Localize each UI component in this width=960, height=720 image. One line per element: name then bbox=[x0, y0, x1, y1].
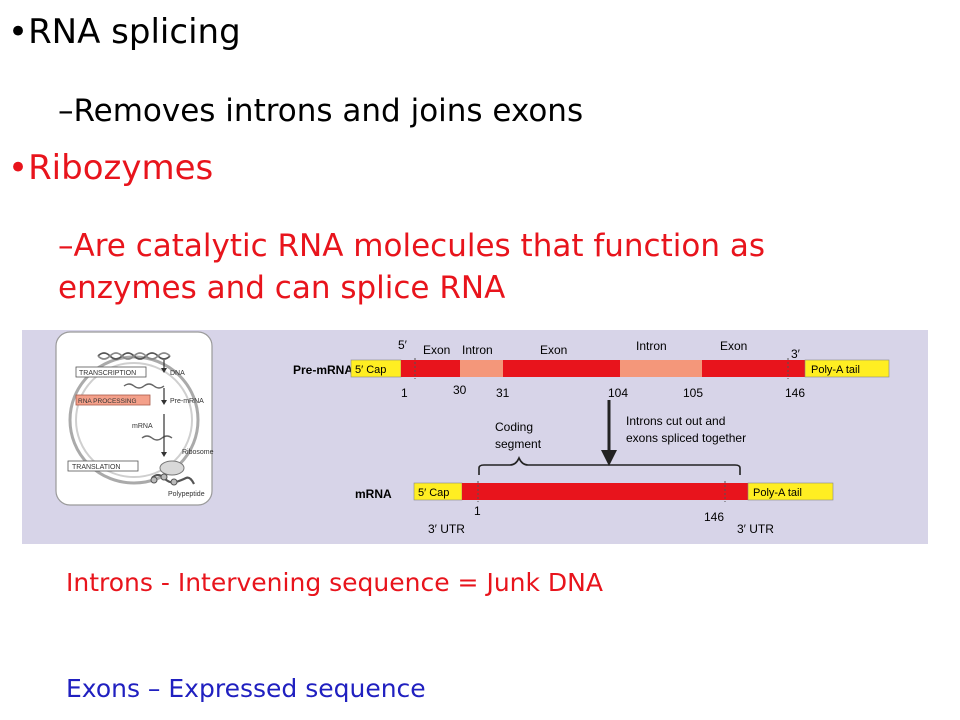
translation-label: TRANSLATION bbox=[72, 464, 121, 471]
transcription-box bbox=[75, 366, 147, 378]
rna-processing-box bbox=[75, 394, 151, 406]
pre-mrna-exon-2 bbox=[503, 360, 620, 377]
exon-label-2: Exon bbox=[540, 343, 567, 357]
dna-label: DNA bbox=[170, 370, 185, 377]
intron-label-1: Intron bbox=[462, 343, 493, 357]
introns-note: Introns - Intervening sequence = Junk DN… bbox=[66, 568, 603, 597]
utr-right-label: 3′ UTR bbox=[737, 522, 774, 536]
pre-mrna-exon-3 bbox=[702, 360, 805, 377]
rna-processing-label: RNA PROCESSING bbox=[78, 398, 137, 405]
translation-box bbox=[67, 460, 139, 472]
rna-splicing-figure: TRANSCRIPTION DNA RNA PROCESSING Pre-mRN… bbox=[22, 330, 928, 544]
bullet-text: Ribozymes bbox=[28, 148, 214, 188]
bullet-marker: • bbox=[8, 148, 29, 188]
mrna-poly-a-tail bbox=[747, 482, 834, 501]
mrna-position-end: 146 bbox=[704, 510, 724, 524]
pre-mrna-wave-icon bbox=[123, 383, 165, 389]
sub-bullet-removes-introns: –Removes introns and joins exons bbox=[58, 90, 583, 132]
mrna-overview-label: mRNA bbox=[132, 423, 153, 430]
bullet-text: RNA splicing bbox=[28, 12, 241, 52]
bullet-ribozymes: •Ribozymes bbox=[8, 148, 213, 188]
pre-mrna-intron-2 bbox=[620, 360, 702, 377]
utr-left-label: 3′ UTR bbox=[428, 522, 465, 536]
coding-segment-bracket bbox=[478, 455, 741, 475]
coding-segment-line-2: segment bbox=[495, 437, 542, 451]
coding-segment-line-1: Coding bbox=[495, 420, 533, 434]
dash-marker: – bbox=[58, 228, 74, 264]
pre-mrna-poly-a-tail bbox=[804, 359, 890, 378]
pre-mrna-overview-label: Pre-mRNA bbox=[170, 398, 204, 405]
exon-label-1: Exon bbox=[423, 343, 450, 357]
exon-label-3: Exon bbox=[720, 339, 747, 353]
mrna-tail-label: Poly-A tail bbox=[753, 487, 802, 499]
transcription-label: TRANSCRIPTION bbox=[79, 370, 136, 377]
polypeptide-label: Polypeptide bbox=[168, 491, 205, 498]
mrna-cap-label: 5′ Cap bbox=[418, 487, 449, 499]
mrna-coding-region bbox=[462, 483, 748, 500]
sub-bullet-catalytic-rna: –Are catalytic RNA molecules that functi… bbox=[58, 225, 938, 309]
bullet-rna-splicing: •RNA splicing bbox=[8, 12, 241, 52]
bullet-marker: • bbox=[8, 12, 29, 52]
position-30: 30 bbox=[453, 383, 467, 397]
position-105: 105 bbox=[683, 386, 703, 400]
splicing-diagram: TRANSCRIPTION DNA RNA PROCESSING Pre-mRN… bbox=[55, 331, 890, 536]
pre-mrna-tail-label: Poly-A tail bbox=[811, 364, 860, 376]
position-1: 1 bbox=[401, 386, 408, 400]
dash-marker: – bbox=[58, 93, 74, 129]
position-104: 104 bbox=[608, 386, 628, 400]
sub-bullet-text: Removes introns and joins exons bbox=[73, 93, 584, 129]
mrna-diagram: mRNA 5′ Cap Poly-A tail 1 146 3′ UTR 3′ … bbox=[355, 481, 834, 536]
three-prime-label: 3′ bbox=[791, 347, 801, 361]
position-31: 31 bbox=[496, 386, 510, 400]
ribosome-label: Ribosome bbox=[182, 449, 214, 456]
mrna-wave-icon bbox=[141, 435, 173, 441]
intron-label-2: Intron bbox=[636, 339, 667, 353]
sub-bullet-line-1: Are catalytic RNA molecules that functio… bbox=[73, 228, 765, 264]
pre-mrna-diagram: Pre-mRNA 5′ 3′ Exon Intron Exon Intron E… bbox=[293, 338, 890, 400]
ribosome-icon bbox=[159, 460, 185, 476]
pre-mrna-exon-1 bbox=[401, 360, 460, 377]
mrna-label: mRNA bbox=[355, 487, 392, 501]
splicing-note-line-2: exons spliced together bbox=[626, 431, 746, 445]
pre-mrna-intron-1 bbox=[460, 360, 503, 377]
splicing-annotation: Coding segment Introns cut out and exons… bbox=[478, 400, 746, 475]
position-146: 146 bbox=[785, 386, 805, 400]
sub-bullet-line-2: enzymes and can splice RNA bbox=[58, 270, 506, 306]
pre-mrna-cap-label: 5′ Cap bbox=[355, 364, 386, 376]
pre-mrna-label: Pre-mRNA bbox=[293, 363, 353, 377]
five-prime-label: 5′ bbox=[398, 338, 408, 352]
down-arrow-icon bbox=[161, 452, 167, 457]
gene-expression-overview: TRANSCRIPTION DNA RNA PROCESSING Pre-mRN… bbox=[55, 331, 214, 506]
mrna-position-start: 1 bbox=[474, 504, 481, 518]
exons-note: Exons – Expressed sequence bbox=[66, 674, 426, 703]
splicing-note-line-1: Introns cut out and bbox=[626, 414, 725, 428]
down-arrow-icon bbox=[161, 400, 167, 405]
